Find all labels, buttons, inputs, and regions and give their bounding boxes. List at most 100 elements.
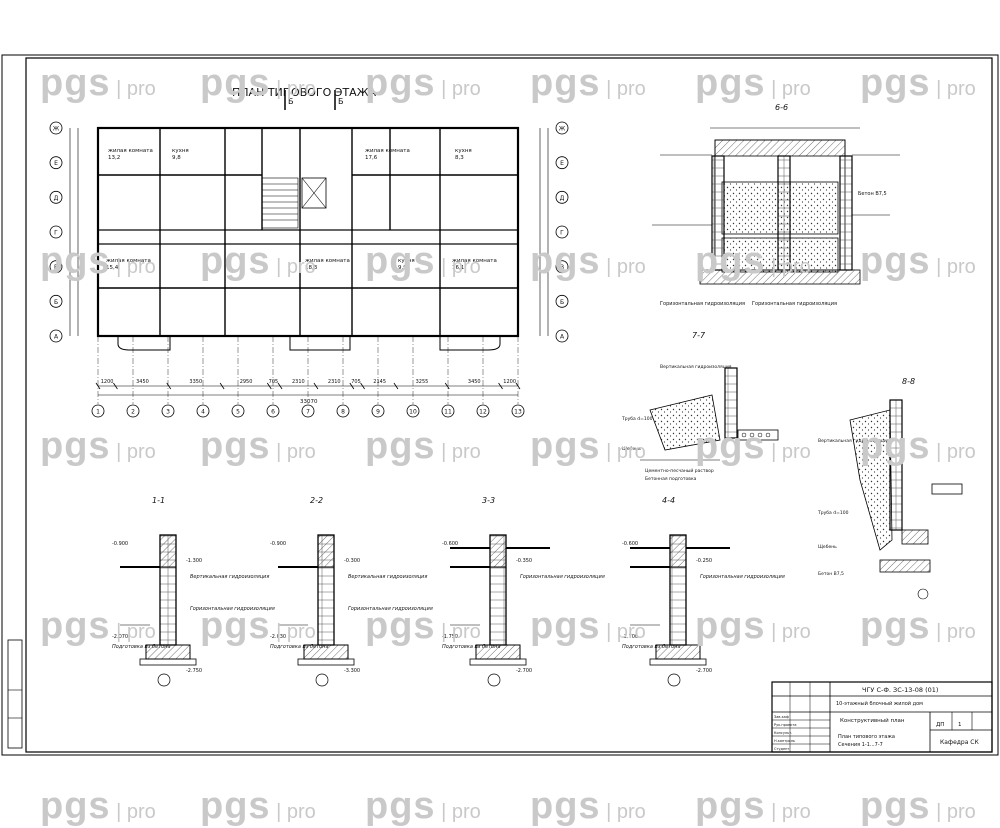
- section-title: 1-1: [152, 496, 165, 505]
- section-3: 3-3-0.600-0.350-1.750-2.700Горизонтальна…: [442, 496, 605, 687]
- section-note: Подготовка из бетона: [622, 644, 681, 650]
- axis-letter-bubble: [49, 190, 63, 204]
- dim-label: 2950: [240, 379, 253, 385]
- axis-letter-bubble: [555, 121, 569, 135]
- section-mark: -1.300: [186, 558, 202, 564]
- stair: [261, 177, 299, 229]
- axis-letter-label: Д: [560, 195, 565, 202]
- detail-6-6-note-2: Горизонтальная гидроизоляция: [660, 301, 745, 307]
- section-note: Подготовка из бетона: [442, 644, 501, 650]
- axis-letter-bubble: [555, 329, 569, 343]
- dim-label: 705: [351, 379, 361, 385]
- detail-8-8-note-3: Щебень: [818, 544, 837, 550]
- stamp-role-2: Рук.проекта: [774, 723, 797, 727]
- dim-tick: [166, 382, 172, 390]
- side-stamp: [7, 639, 23, 749]
- axis-letter-label: Ж: [559, 126, 566, 133]
- detail-8-8-note-2: Труба d=100: [817, 510, 849, 516]
- detail-6-6-note-1: Бетон В7,5: [858, 191, 887, 197]
- outer-frame: [1, 54, 999, 756]
- axis-number-bubble: [476, 404, 490, 418]
- axis-letter-label: В: [560, 264, 564, 271]
- axis-number-bubble: [266, 404, 280, 418]
- axis-letter-label: Ж: [53, 126, 60, 133]
- dim-tick: [219, 382, 225, 390]
- dim-label: 3450: [136, 379, 149, 385]
- dim-tick: [498, 382, 503, 390]
- dim-label: 1200: [101, 379, 114, 385]
- dim-label: 3450: [468, 379, 481, 385]
- axis-number-label: 2: [131, 409, 135, 416]
- axis-number-bubble: [301, 404, 315, 418]
- section-mark: -2.030: [270, 634, 286, 640]
- wall-sections: 1-1-0.900-1.300-2.070-2.750Вертикальная …: [112, 496, 785, 687]
- balcony-right: [439, 336, 501, 351]
- section-mark: -0.250: [696, 558, 712, 564]
- section-note: Горизонтальная гидроизоляция: [700, 574, 785, 580]
- detail-8-8-note-4: Бетон В7,5: [818, 571, 844, 577]
- axis-number-bubble: [126, 404, 140, 418]
- axis-number-label: 13: [514, 409, 522, 416]
- detail-6-6: [652, 127, 900, 285]
- cut-mark-right: Б: [338, 97, 344, 106]
- detail-7-7-note-5: Бетонная подготовка: [645, 476, 697, 482]
- detail-8-8: [849, 399, 963, 600]
- axis-letter-bubble: [49, 156, 63, 170]
- axis-number-bubble: [406, 404, 420, 418]
- axis-letter-label: Е: [54, 160, 58, 167]
- axis-letter-label: Г: [54, 230, 58, 237]
- section-note: Подготовка из бетона: [112, 644, 171, 650]
- cut-mark-left: Б: [288, 97, 294, 106]
- section-title: 4-4: [662, 496, 675, 505]
- dim-label: 2310: [292, 379, 305, 385]
- dim-label: 2310: [328, 379, 341, 385]
- section-mark: -0.600: [622, 541, 638, 547]
- section-mark: -0.900: [112, 541, 128, 547]
- axis-number-label: 9: [376, 409, 380, 416]
- section-note: Подготовка из бетона: [270, 644, 329, 650]
- detail-7-7-note-4: Цементно-песчаный раствор: [645, 467, 714, 474]
- detail-6-6-note-3: Горизонтальная гидроизоляция: [752, 301, 837, 307]
- balcony-left: [117, 336, 171, 351]
- dim-label: 705: [269, 379, 279, 385]
- title-block: [771, 681, 993, 753]
- dim-label: 3350: [189, 379, 202, 385]
- axis-letter-label: Д: [54, 195, 59, 202]
- axis-number-label: 7: [306, 409, 310, 416]
- stamp-code: ЧГУ С-Ф. ЗС-13-08 (01): [862, 686, 938, 694]
- axis-number-label: 10: [409, 409, 417, 416]
- axis-letter-bubble: [49, 225, 63, 239]
- dim-label: 3255: [416, 379, 429, 385]
- stamp-stage: ДП: [936, 722, 944, 728]
- section-2: 2-2-0.900-0.300-2.030-3.300Вертикальная …: [270, 496, 433, 687]
- axis-number-label: 12: [479, 409, 487, 416]
- section-mark: -0.350: [516, 558, 532, 564]
- stamp-role-5: Студент: [774, 747, 789, 751]
- section-mark: -0.600: [442, 541, 458, 547]
- axis-letter-bubble: [49, 294, 63, 308]
- detail-7-7-title: 7-7: [692, 331, 706, 340]
- dim-tick: [444, 382, 450, 390]
- axis-number-label: 6: [271, 409, 275, 416]
- dimension-total: 33070: [300, 399, 318, 405]
- axis-letter-bubble: [49, 260, 63, 274]
- dim-tick: [266, 382, 272, 390]
- stamp-plan-note: План типового этажа: [838, 734, 895, 740]
- section-mark: -1.750: [442, 634, 458, 640]
- plan-title: ПЛАН ТИПОВОГО ЭТАЖА: [232, 86, 377, 99]
- section-title: 3-3: [482, 496, 495, 505]
- axis-number-label: 8: [341, 409, 345, 416]
- axis-number-bubble: [441, 404, 455, 418]
- axis-letter-bubble: [555, 294, 569, 308]
- stamp-sheet-title: Конструктивный план: [840, 717, 905, 724]
- section-note: Горизонтальная гидроизоляция: [190, 606, 275, 612]
- dim-label: 1200: [503, 379, 516, 385]
